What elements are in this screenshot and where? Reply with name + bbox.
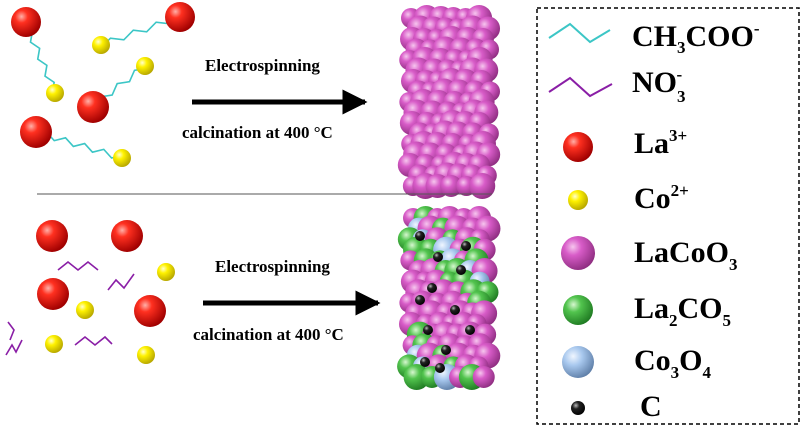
legend-la2co5-label: La2CO5 xyxy=(634,292,731,330)
legend-co-label: Co2+ xyxy=(634,181,689,215)
top-arrow-label-above: Electrospinning xyxy=(205,56,320,75)
la2co5-sphere-icon xyxy=(563,295,593,325)
bottom-precursor-group xyxy=(5,220,175,364)
la-ion-sphere xyxy=(165,2,195,32)
carbon-sphere xyxy=(441,345,451,355)
co-ion-sphere xyxy=(45,335,63,353)
co3o4-sphere-icon xyxy=(562,346,594,378)
co-ion-sphere xyxy=(137,346,155,364)
legend-la-label: La3+ xyxy=(634,126,687,160)
la-ion-sphere xyxy=(11,7,41,37)
la-ion-sphere xyxy=(111,220,143,252)
lacoo3-sphere xyxy=(469,173,496,199)
nitrate-chain-icon xyxy=(548,76,613,98)
legend-box xyxy=(536,7,800,425)
top-nanofiber-lacoo3 xyxy=(397,5,501,199)
la-ion-sphere xyxy=(134,295,166,327)
legend-lacoo3-label: LaCoO3 xyxy=(634,236,738,274)
bottom-nanofiber-composite xyxy=(397,206,501,390)
carbon-sphere xyxy=(450,305,460,315)
carbon-sphere xyxy=(465,325,475,335)
nitrate-chain xyxy=(57,260,99,272)
carbon-sphere-icon xyxy=(571,401,585,415)
lacoo3-sphere-icon xyxy=(561,236,595,270)
co-ion-sphere xyxy=(92,36,110,54)
la-ion-sphere-icon xyxy=(563,132,593,162)
legend-co3o4-label: Co3O4 xyxy=(634,344,712,382)
nitrate-chain xyxy=(107,273,135,291)
co-ion-sphere xyxy=(136,57,154,75)
lacoo3-sphere xyxy=(472,366,495,388)
co-ion-sphere xyxy=(76,301,94,319)
co-ion-sphere xyxy=(46,84,64,102)
la-ion-sphere xyxy=(37,278,69,310)
acetate-chain-icon xyxy=(548,22,611,44)
co-ion-sphere xyxy=(113,149,131,167)
top-precursor-group xyxy=(11,2,195,167)
la-ion-sphere xyxy=(77,91,109,123)
carbon-sphere xyxy=(435,363,445,373)
nitrate-chain xyxy=(7,321,15,341)
bottom-arrow-label-below: calcination at 400 °C xyxy=(193,325,344,344)
carbon-sphere xyxy=(456,265,466,275)
legend-acetate-label: CH3COO- xyxy=(632,19,760,57)
carbon-sphere xyxy=(420,357,430,367)
legend-carbon-label: C xyxy=(640,390,662,423)
carbon-sphere xyxy=(427,283,437,293)
bottom-arrow-label-above: Electrospinning xyxy=(215,257,330,276)
carbon-sphere xyxy=(433,252,443,262)
carbon-sphere xyxy=(461,241,471,251)
lacoo3-sphere xyxy=(440,175,463,197)
la-ion-sphere xyxy=(36,220,68,252)
co-ion-sphere xyxy=(157,263,175,281)
carbon-sphere xyxy=(415,295,425,305)
la-ion-sphere xyxy=(20,116,52,148)
top-arrow-label-below: calcination at 400 °C xyxy=(182,123,333,142)
nitrate-chain xyxy=(5,339,23,356)
carbon-sphere xyxy=(415,231,425,241)
legend-nitrate-label: NO3- xyxy=(632,65,686,106)
co-ion-sphere-icon xyxy=(568,190,588,210)
carbon-sphere xyxy=(423,325,433,335)
nitrate-chain xyxy=(74,335,113,347)
